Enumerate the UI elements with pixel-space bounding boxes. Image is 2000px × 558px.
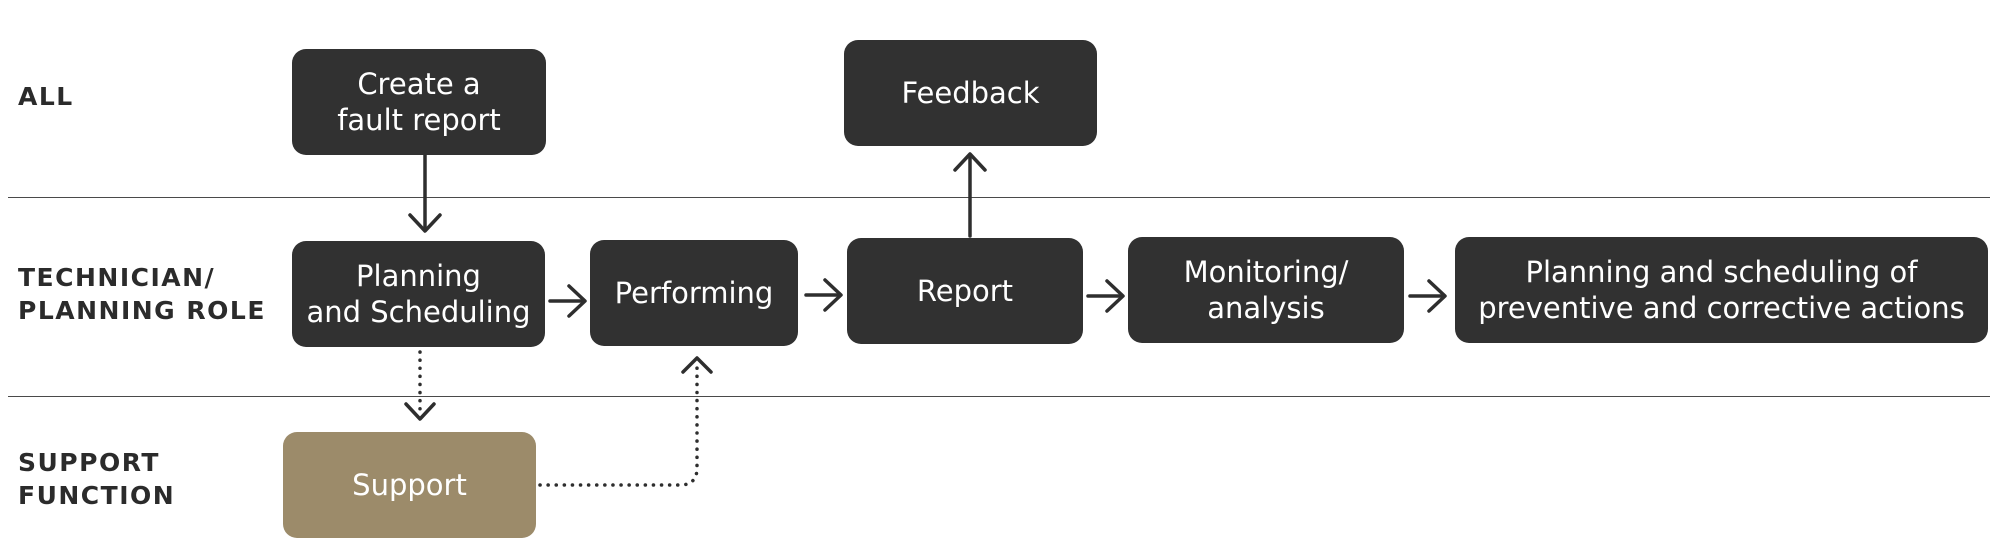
node-support: Support — [283, 432, 536, 538]
lane-divider-bottom — [8, 396, 1990, 397]
arrowhead-planning-to-performing — [567, 284, 587, 318]
arrowhead-planning-to-support — [404, 402, 436, 421]
node-planning-and-scheduling: Planning and Scheduling — [292, 241, 545, 347]
node-create-fault-report: Create a fault report — [292, 49, 546, 155]
arrowhead-support-to-performing — [681, 356, 713, 374]
node-report: Report — [847, 238, 1083, 344]
edge-support-to-performing — [538, 361, 699, 487]
lane-label-technician: TECHNICIAN/ PLANNING ROLE — [18, 263, 266, 325]
arrowhead-report-to-feedback — [953, 152, 987, 172]
arrowhead-report-to-monitoring — [1105, 279, 1125, 313]
node-planning-preventive-corrective: Planning and scheduling of preventive an… — [1455, 237, 1988, 343]
arrowhead-performing-to-report — [823, 278, 843, 312]
lane-label-all: ALL — [18, 82, 74, 111]
node-performing: Performing — [590, 240, 798, 346]
arrowhead-create-to-planning — [408, 213, 442, 233]
node-monitoring-analysis: Monitoring/ analysis — [1128, 237, 1404, 343]
arrowhead-monitoring-to-preventive — [1427, 279, 1447, 313]
lane-label-support: SUPPORT FUNCTION — [18, 448, 176, 510]
node-feedback: Feedback — [844, 40, 1097, 146]
lane-divider-top — [8, 197, 1990, 198]
